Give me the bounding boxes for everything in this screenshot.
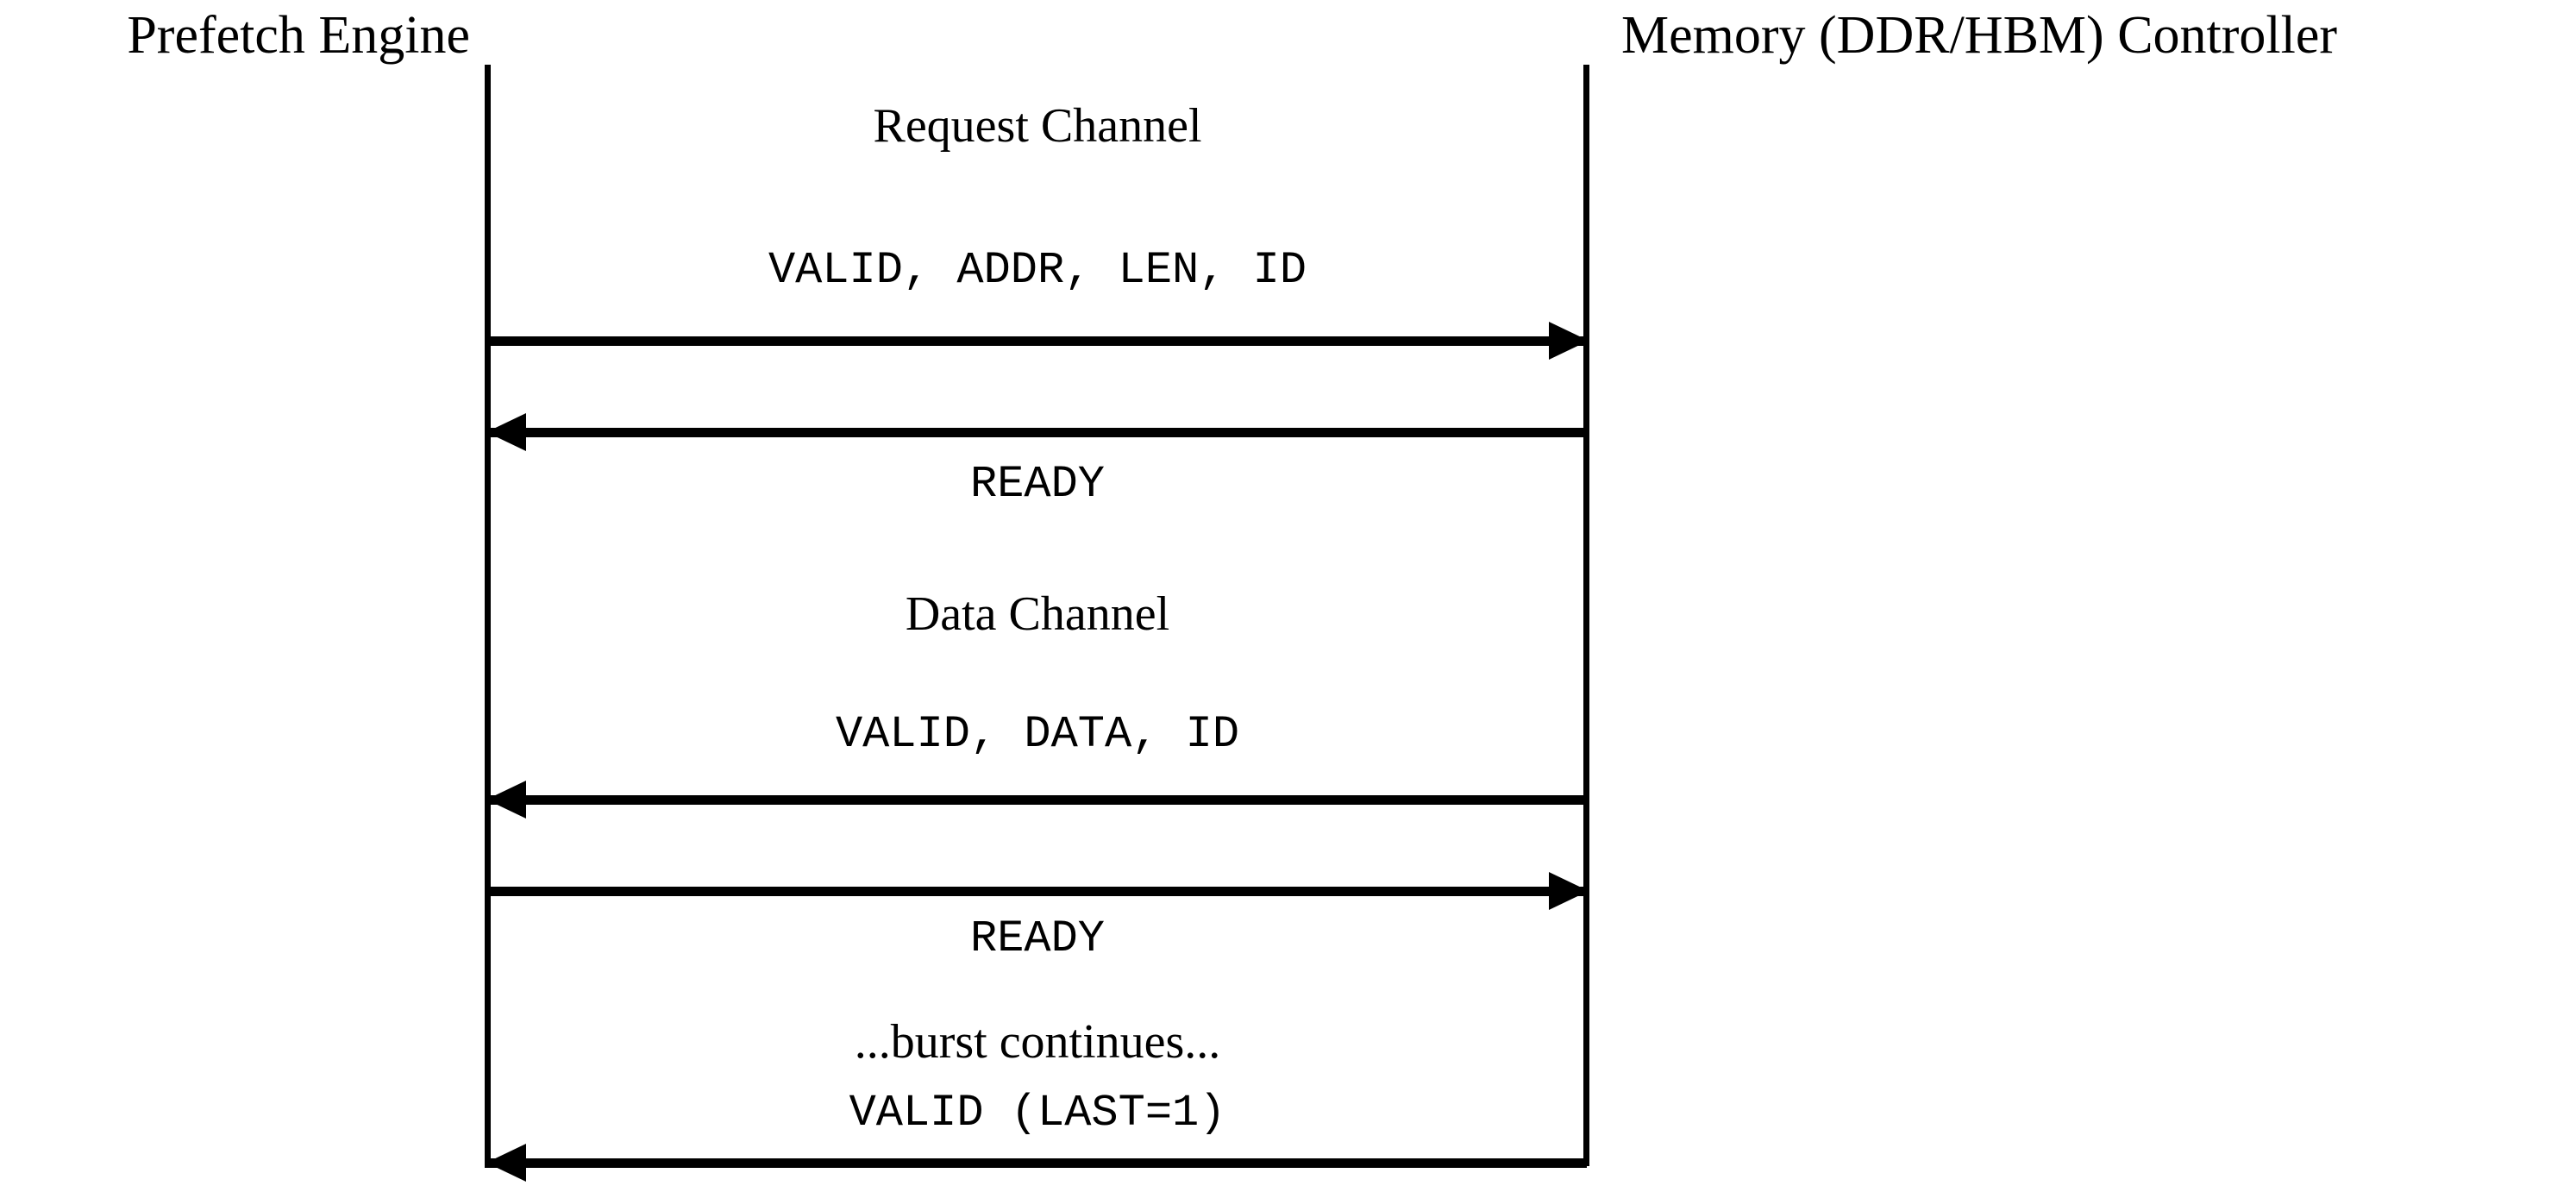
- arrow-shaft: [488, 795, 1587, 805]
- message-label-req-ready: READY: [969, 459, 1106, 510]
- message-label-data-valid-data-id: VALID, DATA, ID: [835, 709, 1240, 760]
- arrowhead-left-icon: [486, 413, 526, 451]
- arrowhead-left-icon: [486, 1144, 526, 1182]
- arrowhead-right-icon: [1549, 872, 1589, 910]
- arrowhead-right-icon: [1549, 322, 1589, 360]
- section-label-data-channel: Data Channel: [905, 587, 1170, 641]
- participant-label-prefetch-engine: Prefetch Engine: [127, 6, 470, 65]
- note-label-burst-continues: ...burst continues...: [854, 1015, 1221, 1069]
- section-label-request-channel: Request Channel: [873, 99, 1202, 153]
- lifeline-memory-controller: [1583, 65, 1589, 1166]
- message-label-data-valid-last: VALID (LAST=1): [849, 1088, 1226, 1139]
- arrowhead-left-icon: [486, 781, 526, 819]
- lifeline-prefetch-engine: [485, 65, 491, 1168]
- message-label-req-valid-addr-len-id: VALID, ADDR, LEN, ID: [768, 245, 1307, 296]
- arrow-shaft: [488, 428, 1587, 437]
- message-label-data-ready: READY: [969, 913, 1106, 964]
- arrow-shaft: [488, 1158, 1587, 1168]
- participant-label-memory-controller: Memory (DDR/HBM) Controller: [1621, 6, 2338, 65]
- arrow-shaft: [488, 336, 1587, 346]
- arrow-shaft: [488, 887, 1587, 896]
